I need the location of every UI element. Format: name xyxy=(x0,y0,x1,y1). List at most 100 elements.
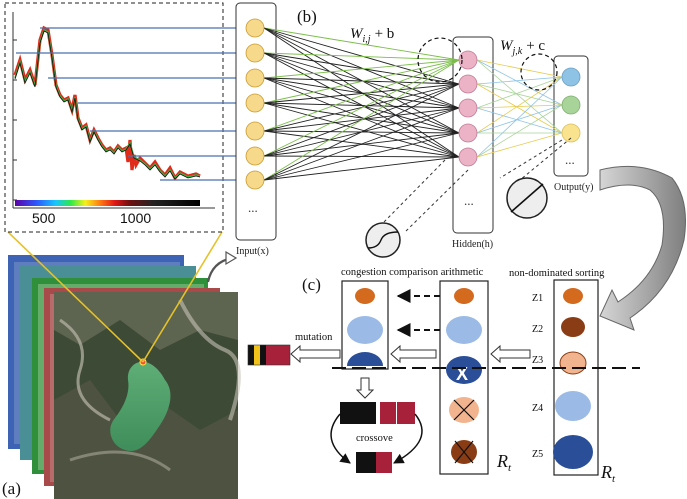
weight-highlight-circle-1 xyxy=(417,37,463,83)
rt-label-middle: Rt xyxy=(496,451,512,474)
connection-line xyxy=(263,27,460,61)
connection-line xyxy=(476,76,563,134)
sorted-node-z2 xyxy=(561,317,585,337)
hidden-node xyxy=(458,98,478,118)
spectrum-chart xyxy=(12,12,215,209)
connection-line xyxy=(263,132,460,181)
connection-line xyxy=(263,59,460,157)
crossover-label: crossove xyxy=(356,433,393,444)
rt-label-right: Rt xyxy=(600,462,616,485)
z-label-5: Z5 xyxy=(532,449,543,460)
connections-input-hidden xyxy=(263,27,460,181)
output-ellipsis: ... xyxy=(565,152,575,167)
connection-line xyxy=(263,52,460,61)
feature-arrows xyxy=(16,24,245,184)
weight-highlight-circle-2 xyxy=(520,53,558,91)
connection-line xyxy=(476,59,563,78)
z-label-2: Z2 xyxy=(532,324,543,335)
lake-region xyxy=(110,361,171,451)
output-node-yellow xyxy=(561,123,581,143)
connection-line xyxy=(476,59,563,134)
sigmoid-activation-icon xyxy=(365,222,401,258)
sorting-label: non-dominated sorting xyxy=(509,268,605,279)
output-layer-box xyxy=(553,55,589,177)
connection-line xyxy=(263,77,460,109)
mutation-chromosome xyxy=(247,344,291,366)
selection-line-right xyxy=(142,231,223,363)
congestion-label: congestion comparison arithmetic xyxy=(341,267,484,278)
tick-1000: 1000 xyxy=(120,210,151,226)
connection-line xyxy=(476,104,563,134)
connection-line xyxy=(263,59,460,104)
input-ellipsis: ... xyxy=(248,200,258,215)
connection-line xyxy=(263,102,460,134)
connections-hidden-output xyxy=(476,59,563,158)
weight-label-input-hidden: Wi,j+ b xyxy=(350,26,394,45)
connection-line xyxy=(263,156,460,181)
spectrum-curve-black xyxy=(14,30,201,180)
sorted-node-z1 xyxy=(563,288,583,304)
connection-line xyxy=(263,52,460,109)
hidden-node xyxy=(458,50,478,70)
output-layer-label: Output(y) xyxy=(554,182,593,193)
panel-label-c: (c) xyxy=(302,275,321,294)
input-node xyxy=(245,170,265,190)
connection-line xyxy=(476,83,563,106)
connection-line xyxy=(263,27,460,109)
crossover-arrow-right xyxy=(393,413,423,464)
connection-line xyxy=(263,59,460,79)
input-nodes xyxy=(245,18,265,190)
connection-line xyxy=(263,77,460,158)
connection-line xyxy=(263,83,460,181)
connection-line xyxy=(476,76,563,109)
selected-node-1 xyxy=(355,288,375,304)
hidden-node xyxy=(458,123,478,143)
hollow-arrow-right-to-middle xyxy=(490,344,531,364)
hollow-arrow-middle-to-left xyxy=(390,344,437,364)
output-node-green xyxy=(561,95,581,115)
hollow-arrow-down xyxy=(355,377,375,399)
output-node-blue xyxy=(561,67,581,87)
connection-line xyxy=(263,27,460,158)
tick-500: 500 xyxy=(32,210,56,226)
hidden-node xyxy=(458,147,478,167)
connection-line xyxy=(476,59,563,106)
connection-line xyxy=(263,59,460,132)
connection-line xyxy=(476,76,563,158)
z-label-1: Z1 xyxy=(532,293,543,304)
mutation-label: mutation xyxy=(295,332,333,343)
hidden-layer-label: Hidden(h) xyxy=(452,239,493,250)
hollow-arrow-to-mutation xyxy=(290,344,341,364)
crossover-arrow-left xyxy=(330,413,351,464)
input-node xyxy=(245,18,265,38)
input-node xyxy=(245,43,265,63)
connection-line xyxy=(263,59,460,181)
sorted-node-z5 xyxy=(553,435,593,469)
connection-line xyxy=(263,52,460,158)
sorted-node-z3 xyxy=(559,351,587,375)
input-node xyxy=(245,68,265,88)
connection-line xyxy=(476,76,563,85)
z-label-3: Z3 xyxy=(532,355,543,366)
connection-line xyxy=(263,83,460,104)
crossover-parent-chromosomes xyxy=(340,402,415,424)
connection-line xyxy=(476,107,563,134)
connection-line xyxy=(263,102,460,109)
connection-line xyxy=(263,27,460,85)
hidden-ellipsis: ... xyxy=(464,193,474,208)
connection-line xyxy=(476,132,563,158)
input-node xyxy=(245,146,265,166)
parent-node-2 xyxy=(446,316,482,344)
connection-line xyxy=(263,77,460,85)
parent-node-1 xyxy=(454,288,474,304)
connection-line xyxy=(476,83,563,134)
wavelength-color-bar xyxy=(15,200,200,206)
weight-label-hidden-output: Wj,k+ c xyxy=(500,38,545,57)
connection-line xyxy=(263,107,460,181)
parent-node-3 xyxy=(446,356,482,384)
connection-line xyxy=(263,132,460,157)
output-to-sorting-arrow xyxy=(599,165,686,331)
connection-line xyxy=(263,102,460,158)
input-node xyxy=(245,121,265,141)
